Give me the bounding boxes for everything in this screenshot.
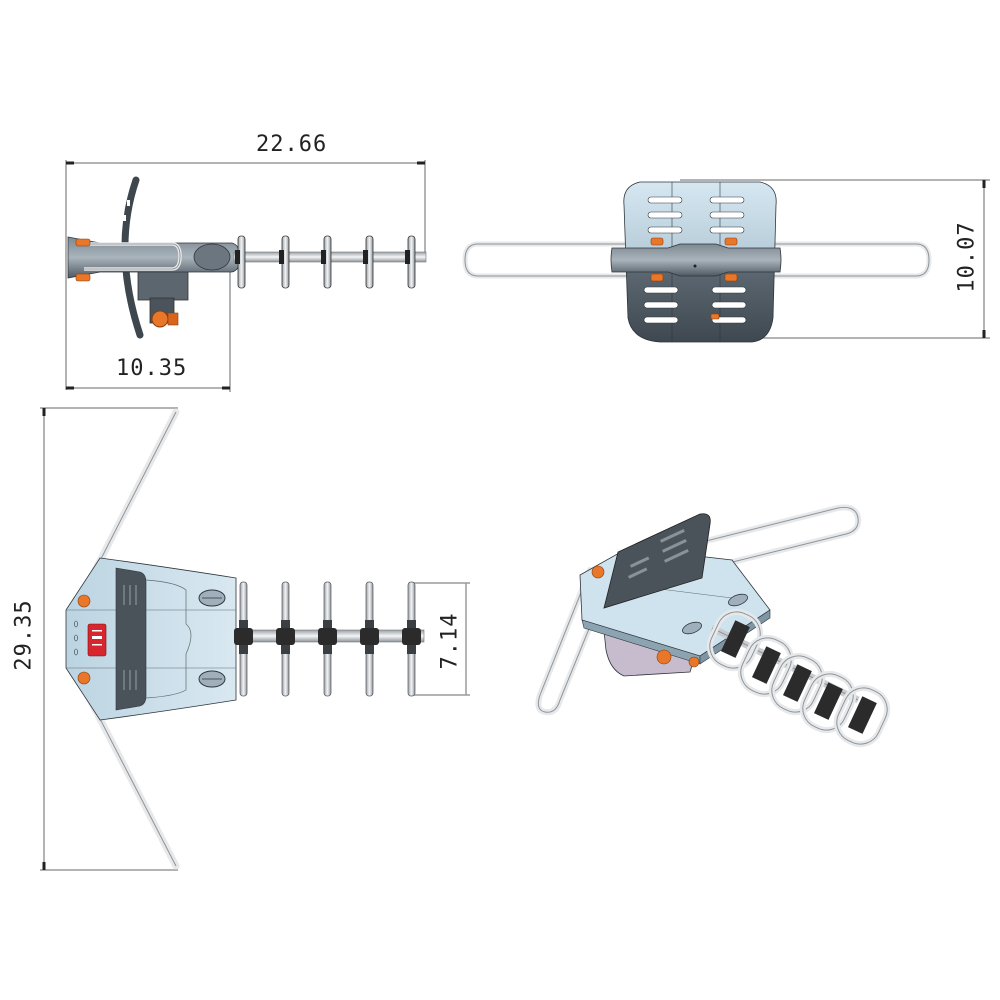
clamp-knob-icon: [650, 237, 738, 320]
front-view: [462, 179, 990, 343]
director-elements-side: [235, 235, 416, 289]
dimension-span: [40, 407, 178, 871]
clamp-knob-icon: [75, 273, 91, 282]
mount-knob-icon: [688, 656, 700, 668]
top-view: [40, 407, 470, 871]
dimension-label-height: 10.07: [954, 221, 980, 293]
dimension-label-element-length: 7.14: [437, 612, 463, 670]
clamp-knob-icon: [591, 565, 605, 579]
mount-knob-icon: [656, 649, 672, 665]
dimension-label-overall-length: 22.66: [256, 132, 328, 157]
director-elements-iso: [706, 608, 891, 748]
director-elements-top: [234, 581, 421, 697]
dimension-body-length: [66, 262, 231, 392]
side-view: [65, 160, 427, 392]
dimension-label-span: 29.35: [11, 599, 37, 671]
mount-knob-icon: [151, 310, 169, 328]
isometric-view: [535, 504, 891, 748]
clamp-knob-icon: [77, 671, 91, 685]
dimension-element-length: [413, 582, 470, 696]
plate-slots: [643, 196, 747, 324]
dimension-overall-length: [65, 160, 426, 390]
brand-label: [87, 623, 107, 657]
clamp-knob-icon: [77, 594, 91, 608]
clamp-knob-icon: [75, 238, 91, 247]
dimension-label-body-length: 10.35: [116, 356, 188, 381]
